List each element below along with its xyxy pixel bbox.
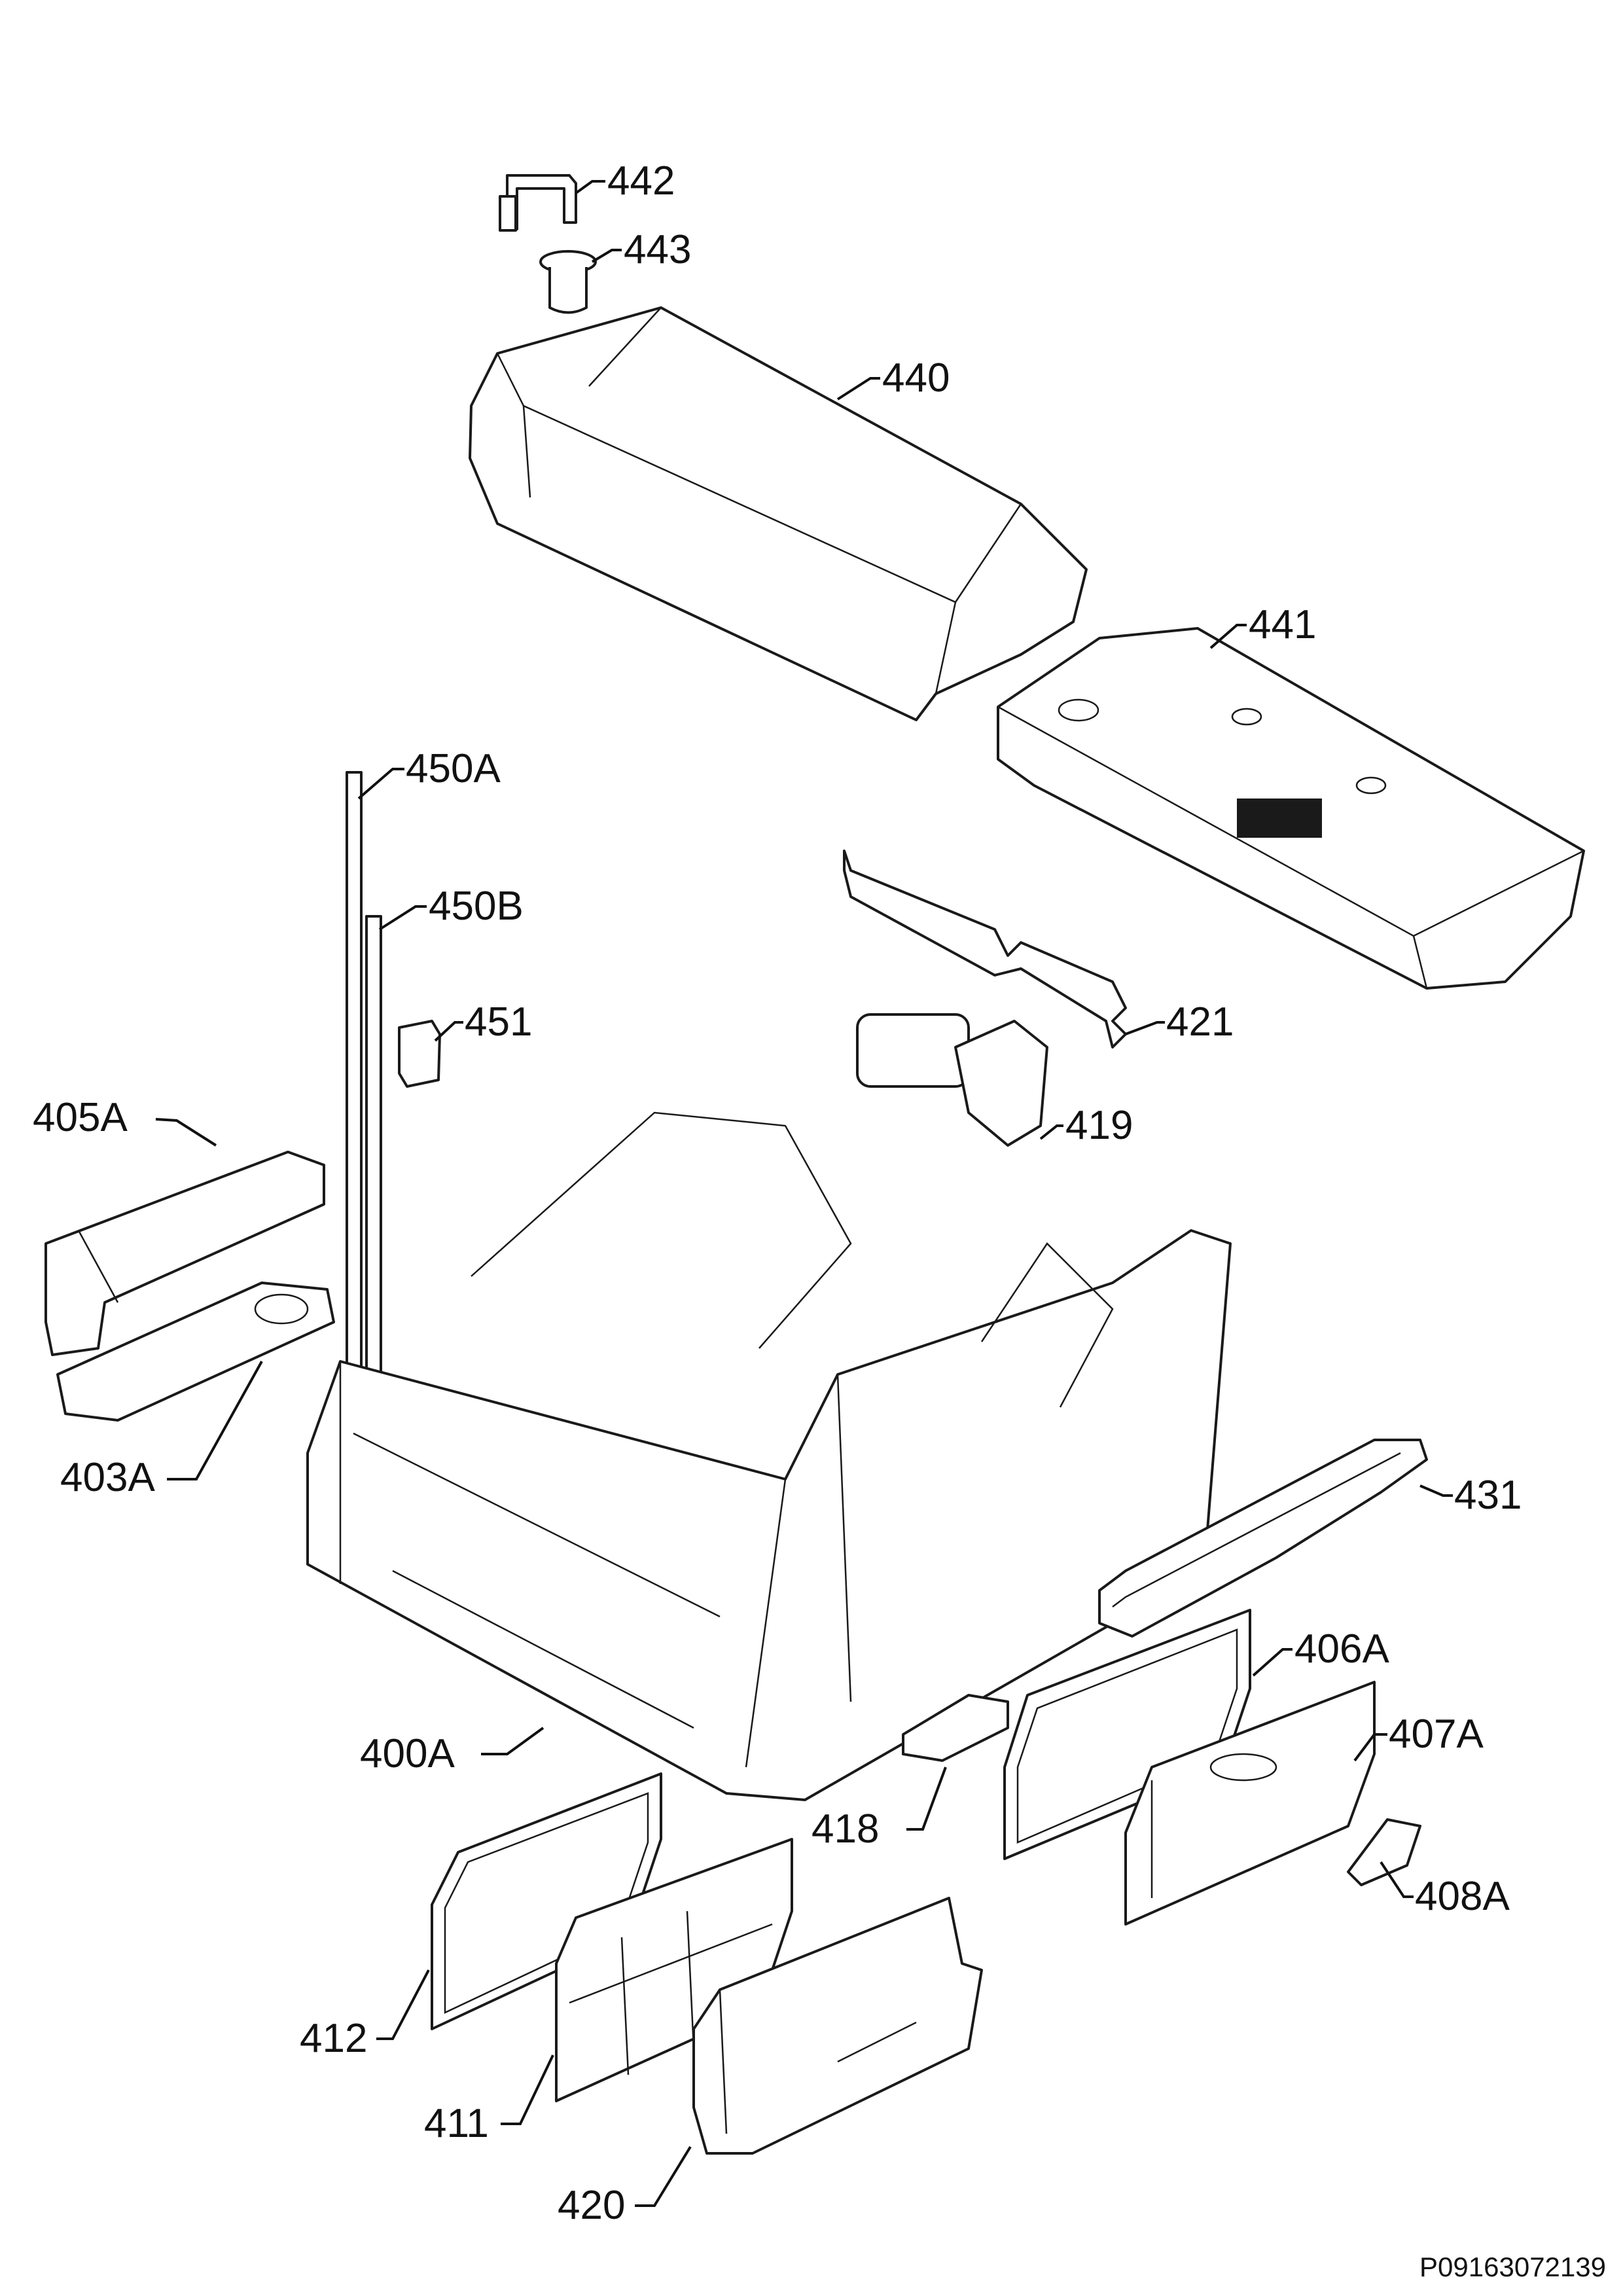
- document-code: P09163072139: [1419, 2251, 1606, 2282]
- callout-419: 419: [1065, 1103, 1133, 1148]
- leader-lines: [155, 180, 1453, 2207]
- part-407a-flap: [1124, 1681, 1376, 1926]
- callout-403a: 403A: [60, 1455, 155, 1500]
- callout-411: 411: [424, 2101, 489, 2146]
- callout-443: 443: [624, 227, 691, 272]
- part-442-bracket: [499, 174, 577, 232]
- callout-412: 412: [300, 2016, 367, 2061]
- part-408a-latch: [1347, 1818, 1421, 1886]
- part-412-frame: [431, 1772, 662, 2030]
- part-440-cover: [469, 306, 1088, 721]
- part-421-bracket: [843, 850, 1127, 1049]
- callout-406a: 406A: [1294, 1626, 1389, 1672]
- callout-labels: 442 443 440 441 450A 450B 451 421 405A 4…: [33, 158, 1522, 2228]
- part-418-handle: [902, 1694, 1009, 1762]
- callout-450a: 450A: [406, 746, 501, 791]
- part-450a-rod: [346, 771, 363, 1389]
- part-450b-rod: [365, 915, 382, 1389]
- callout-408a: 408A: [1415, 1874, 1510, 1919]
- part-431-gasket: [1098, 1439, 1428, 1638]
- callout-431: 431: [1454, 1473, 1522, 1518]
- part-419-capacitor: [856, 1013, 1048, 1147]
- callout-407a: 407A: [1389, 1712, 1484, 1757]
- callout-400a: 400A: [360, 1731, 455, 1776]
- callout-450b: 450B: [429, 884, 524, 929]
- callout-440: 440: [882, 355, 950, 401]
- part-403a-base: [56, 1282, 335, 1422]
- part-443-cap: [539, 250, 597, 314]
- part-406a-seal: [1003, 1609, 1251, 1860]
- callout-418: 418: [812, 1806, 879, 1852]
- part-441-container: [997, 627, 1585, 990]
- callout-405a: 405A: [33, 1095, 128, 1140]
- part-400a-base: [306, 1111, 1232, 1801]
- part-451-clip: [398, 1020, 441, 1088]
- callout-421: 421: [1166, 999, 1234, 1045]
- part-420-drawer: [692, 1897, 983, 2155]
- part-405a-cover: [45, 1151, 325, 1356]
- callout-420: 420: [558, 2183, 625, 2228]
- callout-451: 451: [465, 999, 532, 1045]
- part-411-filter: [555, 1838, 793, 2102]
- callout-441: 441: [1249, 602, 1316, 647]
- callout-442: 442: [607, 158, 675, 204]
